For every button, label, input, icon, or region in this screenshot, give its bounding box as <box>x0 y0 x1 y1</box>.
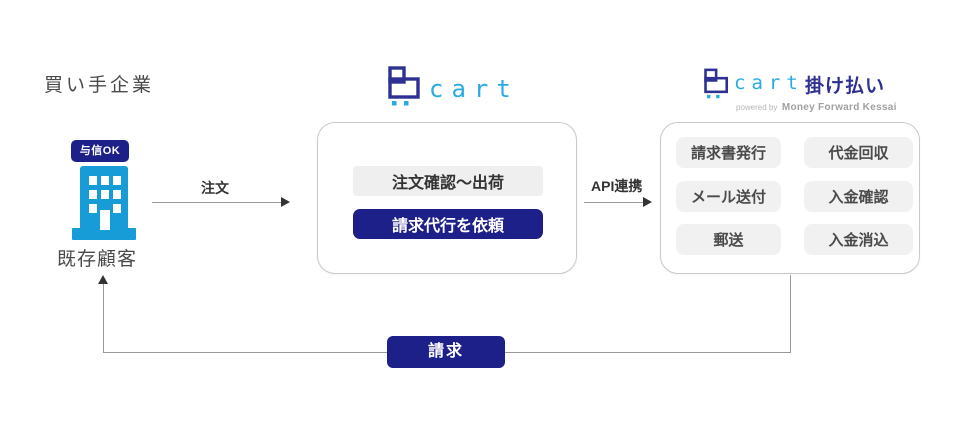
kakebarai-logo-suffix: 掛け払い <box>805 76 886 97</box>
billing-return-line-left <box>103 282 104 352</box>
order-flow-label: 注文 <box>201 180 229 196</box>
service-deposit-reconcile: 入金消込 <box>804 224 913 255</box>
bcart-logo-icon <box>388 66 420 106</box>
bcart-kakebarai-logo-icon <box>704 68 729 99</box>
billing-badge: 請求 <box>387 336 505 368</box>
buyer-heading: 買い手企業 <box>44 75 155 96</box>
building-icon <box>72 166 136 240</box>
bcart-logo-text: cart <box>429 75 519 103</box>
service-invoice-issue: 請求書発行 <box>676 137 781 168</box>
billing-arrowhead-icon <box>98 275 108 284</box>
powered-by-brand: Money Forward Kessai <box>781 102 897 113</box>
step-request-billing-agency: 請求代行を依頼 <box>353 209 543 239</box>
step-order-confirm-ship: 注文確認〜出荷 <box>353 166 543 196</box>
service-deposit-confirm: 入金確認 <box>804 181 913 212</box>
service-email-send: メール送付 <box>676 181 781 212</box>
kakebarai-services-box: 請求書発行 代金回収 メール送付 入金確認 郵送 入金消込 <box>660 122 920 274</box>
api-flow-label: API連携 <box>591 178 643 194</box>
powered-by-label: powered by <box>736 103 778 112</box>
billing-return-line-right <box>790 275 791 352</box>
api-arrow-line <box>584 202 644 203</box>
bcart-kakebarai-logo-text: cart <box>734 72 804 94</box>
order-arrow-line <box>152 202 282 203</box>
credit-ok-badge: 与信OK <box>71 140 129 162</box>
api-arrowhead-icon <box>643 197 652 207</box>
powered-by-line: powered by Money Forward Kessai <box>736 97 897 115</box>
bcart-process-box: 注文確認〜出荷 請求代行を依頼 <box>317 122 577 274</box>
order-arrowhead-icon <box>281 197 290 207</box>
existing-customer-label: 既存顧客 <box>57 249 138 270</box>
service-postal-mail: 郵送 <box>676 224 781 255</box>
service-payment-collection: 代金回収 <box>804 137 913 168</box>
